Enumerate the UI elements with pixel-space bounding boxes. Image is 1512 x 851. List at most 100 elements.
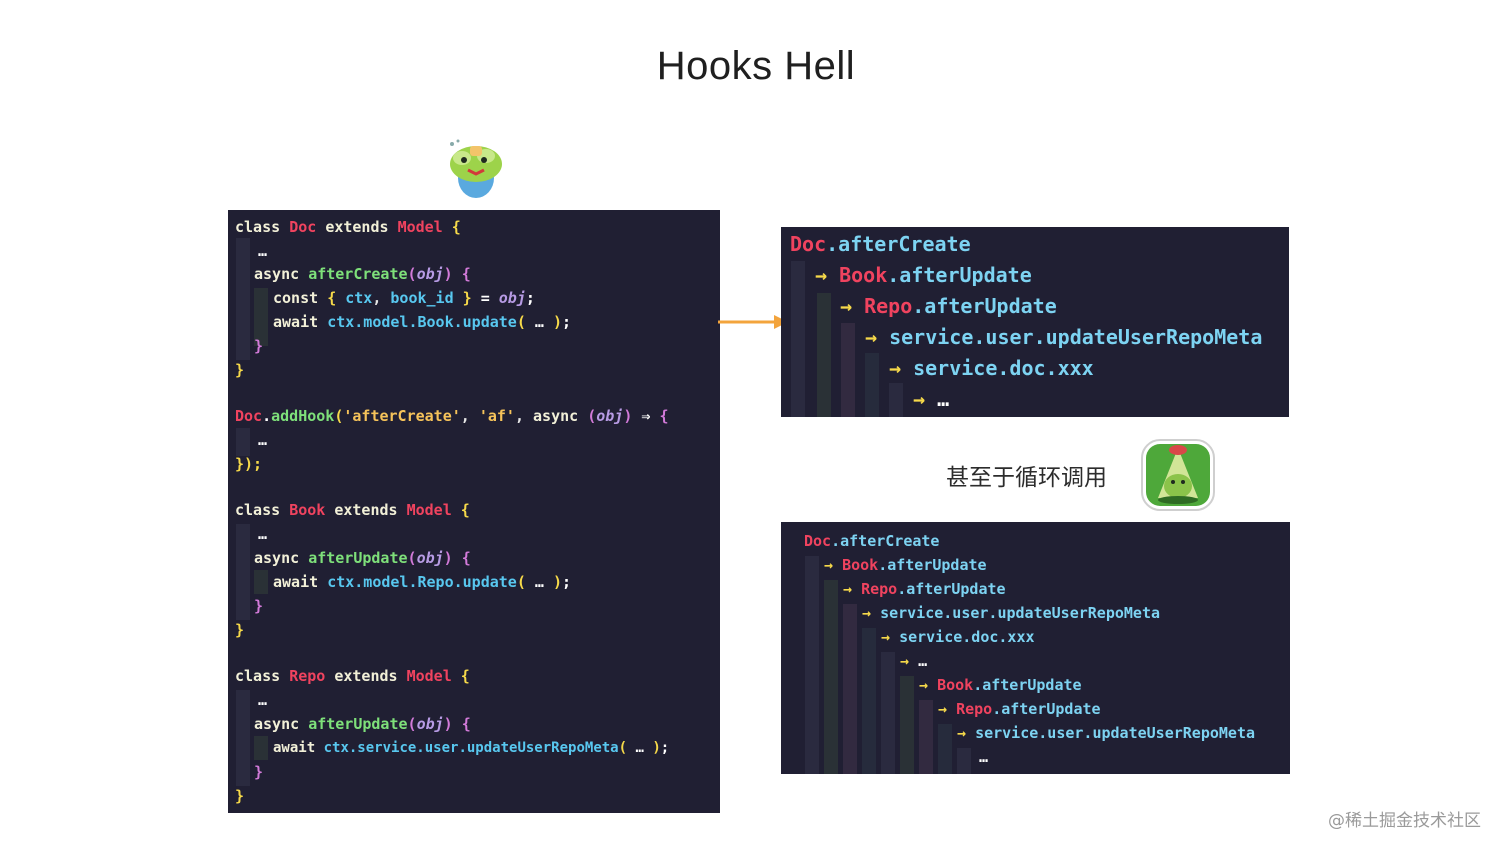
chain-item: → Repo.afterUpdate	[938, 700, 1101, 718]
class-name: Book	[289, 501, 326, 519]
call-chain-loop-panel: Doc.afterCreate → Book.afterUpdate → Rep…	[781, 522, 1290, 774]
keyword: async	[254, 549, 300, 567]
call-expression: ctx.model.Book.update	[327, 313, 517, 331]
code-line: }	[254, 763, 264, 781]
keyword: await	[273, 740, 316, 756]
indent-guide	[824, 580, 838, 774]
code-line: class Repo extends Model {	[235, 667, 470, 685]
method-name: afterUpdate	[308, 549, 408, 567]
indent-guide	[254, 736, 268, 760]
closing: });	[235, 455, 263, 473]
arrow-icon: →	[815, 263, 828, 287]
confused-frog-sticker	[450, 139, 502, 198]
ellipsis: …	[258, 431, 268, 449]
right-arrow-icon	[718, 315, 788, 329]
arrow-icon: →	[919, 676, 929, 694]
call-expression: ctx.model.Repo.update	[327, 573, 517, 591]
code-line: await ctx.model.Book.update( … );	[273, 313, 572, 331]
param: obj	[416, 715, 444, 733]
code-line: class Doc extends Model {	[235, 217, 461, 237]
arrow-icon: →	[824, 556, 834, 574]
indent-guide	[938, 724, 952, 774]
call-chain-panel: Doc.afterCreate → Book.afterUpdate → Rep…	[781, 227, 1289, 417]
arrow-icon: →	[881, 628, 891, 646]
keyword: await	[273, 313, 319, 331]
chain-item: → service.doc.xxx	[881, 628, 1035, 646]
indent-guide	[881, 652, 895, 774]
code-line: …	[258, 241, 267, 261]
indent-guide	[236, 524, 250, 620]
keyword: class	[235, 501, 281, 519]
code-panel: class Doc extends Model { … async afterC…	[228, 210, 720, 813]
code-line: async afterUpdate(obj) {	[254, 549, 471, 567]
indent-guide	[236, 238, 250, 360]
identifier: book_id	[390, 289, 454, 307]
param: obj	[416, 549, 444, 567]
keyword: extends	[334, 501, 398, 519]
code-line: }	[235, 787, 245, 805]
indent-guide	[791, 261, 805, 417]
code-line: …	[258, 690, 267, 710]
ellipsis: …	[534, 313, 544, 331]
param: obj	[596, 407, 624, 425]
code-line: }	[254, 337, 264, 355]
arrow-icon: →	[938, 700, 948, 718]
ellipsis: …	[635, 740, 644, 756]
code-line: }	[254, 597, 264, 615]
keyword: class	[235, 218, 281, 236]
base-class: Model	[406, 501, 452, 519]
ellipsis: …	[258, 525, 268, 543]
chain-item: → …	[913, 387, 950, 411]
method-name: afterCreate	[308, 265, 408, 283]
class-name: Repo	[289, 667, 326, 685]
arrow-icon: →	[913, 387, 926, 411]
param: obj	[498, 289, 526, 307]
code-line: …	[258, 430, 267, 450]
indent-guide	[889, 383, 903, 417]
indent-guide	[862, 628, 876, 774]
keyword: await	[273, 573, 319, 591]
code-line: await ctx.service.user.updateUserRepoMet…	[273, 740, 670, 756]
indent-guide	[254, 288, 268, 346]
identifier: ctx	[345, 289, 373, 307]
code-line: const { ctx, book_id } = obj;	[273, 289, 535, 307]
caption: 甚至于循环调用	[946, 465, 1107, 491]
base-class: Model	[406, 667, 452, 685]
arrow-icon: →	[862, 604, 872, 622]
arrow-icon: →	[843, 580, 853, 598]
string: 'afterCreate'	[343, 407, 461, 425]
chain-item: …	[979, 748, 989, 766]
string: 'af'	[478, 407, 515, 425]
chain-item: Doc.afterCreate	[804, 532, 940, 550]
keyword: extends	[334, 667, 398, 685]
chain-item: → service.user.updateUserRepoMeta	[862, 604, 1161, 622]
code-line: async afterCreate(obj) {	[254, 265, 471, 283]
call-expression: ctx.service.user.updateUserRepoMeta	[323, 740, 619, 756]
frog-under-lamp-sticker	[1141, 439, 1215, 511]
chain-item: → service.user.updateUserRepoMeta	[957, 724, 1256, 742]
base-class: Model	[397, 218, 443, 236]
arrow-icon: →	[840, 294, 853, 318]
code-line: });	[235, 454, 262, 474]
chain-item: Doc.afterCreate	[790, 232, 971, 256]
ellipsis: …	[534, 573, 544, 591]
code-line: …	[258, 524, 267, 544]
keyword: async	[254, 715, 300, 733]
arrow-icon: →	[957, 724, 967, 742]
keyword: async	[533, 407, 579, 425]
indent-guide	[236, 428, 250, 456]
chain-item: → Repo.afterUpdate	[840, 294, 1057, 318]
chain-item: → service.user.updateUserRepoMeta	[865, 325, 1263, 349]
brace: {	[451, 218, 461, 236]
class-name: Doc	[235, 407, 263, 425]
chain-item: → service.doc.xxx	[889, 356, 1094, 380]
code-line: await ctx.model.Repo.update( … );	[273, 573, 572, 591]
method-name: afterUpdate	[308, 715, 408, 733]
method-name: addHook	[271, 407, 335, 425]
indent-guide	[919, 700, 933, 774]
chain-item: → Repo.afterUpdate	[843, 580, 1006, 598]
class-name: Doc	[289, 218, 317, 236]
keyword: async	[254, 265, 300, 283]
slide-title: Hooks Hell	[656, 44, 856, 88]
keyword: const	[273, 289, 319, 307]
